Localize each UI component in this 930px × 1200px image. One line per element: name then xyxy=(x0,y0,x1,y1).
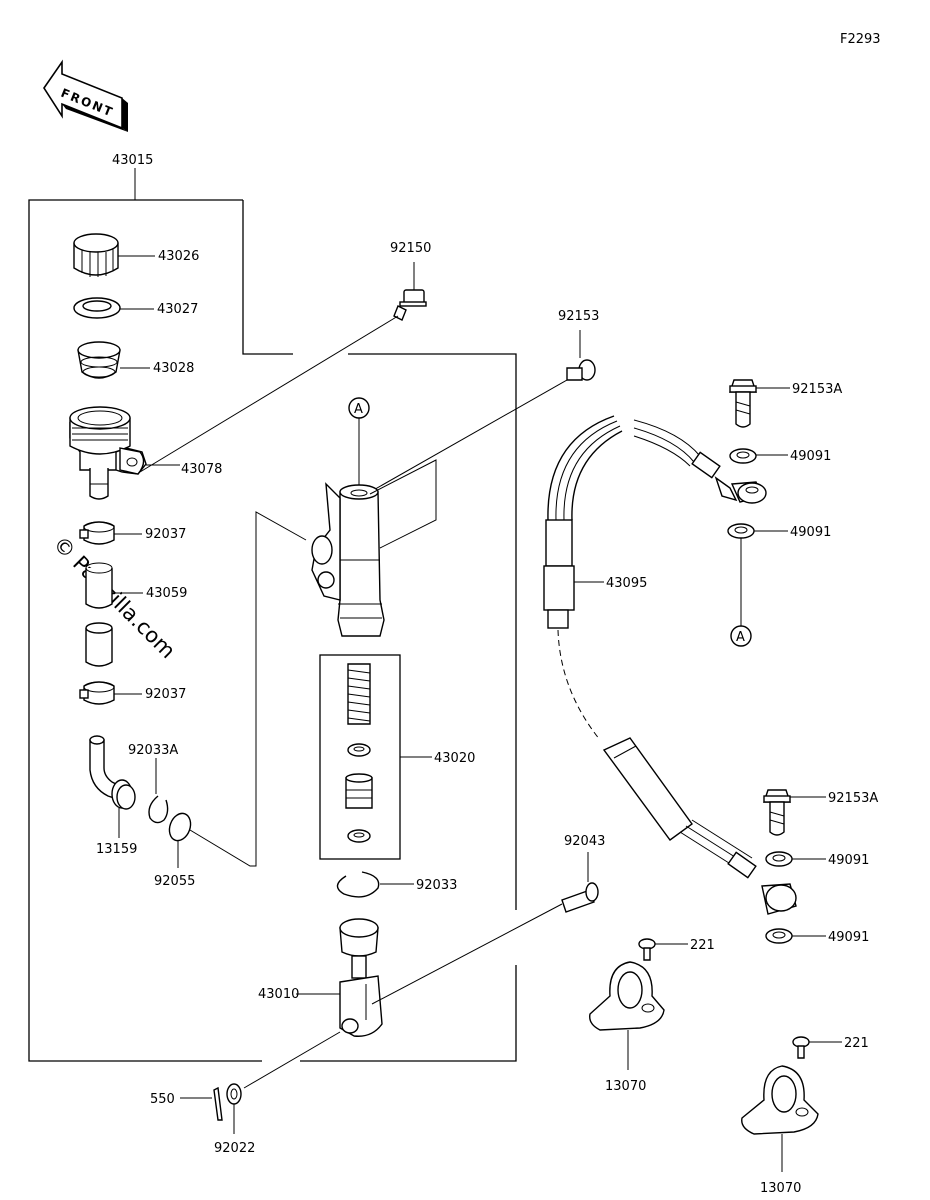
label-13070-lower: 13070 xyxy=(760,1181,801,1196)
washer-49091-1: 49091 xyxy=(729,448,831,464)
label-92037-upper: 92037 xyxy=(145,527,186,542)
banjo-bolt-upper: 92153A xyxy=(729,379,842,428)
label-92043: 92043 xyxy=(564,834,605,849)
piston-kit: 43020 xyxy=(319,654,475,860)
label-221-lower: 221 xyxy=(844,1036,869,1051)
clevis-pin: 92043 xyxy=(371,834,605,1005)
brake-hose: 43095 xyxy=(543,415,757,879)
label-49091-4: 49091 xyxy=(828,930,869,945)
label-92033: 92033 xyxy=(416,878,457,893)
callout-a-label: A xyxy=(354,402,363,417)
reservoir-hose: 43059 xyxy=(85,562,187,667)
label-43059: 43059 xyxy=(146,586,187,601)
label-49091-1: 49091 xyxy=(790,449,831,464)
banjo-bolt-lower: 92153A xyxy=(763,789,878,836)
bolt-92150: 92150 xyxy=(139,241,431,473)
screw-221-upper: 221 xyxy=(638,938,715,961)
label-49091-3: 49091 xyxy=(828,853,869,868)
hose-guide-upper: 13070 xyxy=(589,961,665,1094)
washer-49091-2: 49091 xyxy=(727,523,831,540)
label-92153: 92153 xyxy=(558,309,599,324)
callout-a-hose: A xyxy=(730,625,752,647)
label-221-upper: 221 xyxy=(690,938,715,953)
master-cylinder-body xyxy=(311,459,437,637)
washer-49091-4: 49091 xyxy=(765,928,869,945)
label-43026: 43026 xyxy=(158,249,199,264)
assembly-frame: 43015 xyxy=(28,153,517,1062)
label-13070-upper: 13070 xyxy=(605,1079,646,1094)
label-13159: 13159 xyxy=(96,842,137,857)
washer-49091-3: 49091 xyxy=(765,851,869,868)
o-ring-leader xyxy=(189,511,307,867)
diaphragm: 43028 xyxy=(77,341,194,379)
banjo-fitting-upper xyxy=(714,476,767,504)
label-43028: 43028 xyxy=(153,361,194,376)
cotter-pin: 550 xyxy=(150,1086,223,1121)
label-43015: 43015 xyxy=(112,153,153,168)
label-550: 550 xyxy=(150,1092,175,1107)
label-92055: 92055 xyxy=(154,874,195,889)
banjo-fitting-lower xyxy=(761,883,797,915)
o-ring: 92055 xyxy=(154,812,195,889)
screw-221-lower: 221 xyxy=(792,1036,869,1059)
reservoir-cap: 43026 xyxy=(73,233,199,277)
callout-a-hose-label: A xyxy=(736,630,745,645)
label-92153A-upper: 92153A xyxy=(792,382,842,397)
label-43010: 43010 xyxy=(258,987,299,1002)
label-43020: 43020 xyxy=(434,751,475,766)
hose-elbow-fitting: 13159 xyxy=(89,735,137,857)
hose-clamp-lower: 92037 xyxy=(79,681,186,705)
label-92153A-lower: 92153A xyxy=(828,791,878,806)
push-rod: 43010 xyxy=(258,918,383,1037)
label-43095: 43095 xyxy=(606,576,647,591)
hose-guide-lower: 13070 xyxy=(741,1065,819,1196)
washer-92022: 92022 xyxy=(214,1031,341,1156)
label-92037-lower: 92037 xyxy=(145,687,186,702)
diaphragm-plate: 43027 xyxy=(73,297,198,319)
label-92033A: 92033A xyxy=(128,743,178,758)
label-43027: 43027 xyxy=(157,302,198,317)
snap-ring-small: 92033A xyxy=(128,743,178,824)
label-92150: 92150 xyxy=(390,241,431,256)
snap-ring-large: 92033 xyxy=(336,871,457,898)
figure-code: F2293 xyxy=(840,32,881,47)
label-43078: 43078 xyxy=(181,462,222,477)
front-arrow-icon: FRONT xyxy=(43,59,128,132)
label-92022: 92022 xyxy=(214,1141,255,1156)
bolt-92153: 92153 xyxy=(369,309,599,493)
reservoir: 43078 xyxy=(69,406,222,500)
hose-clamp-upper: 92037 xyxy=(79,521,186,545)
callout-a-cylinder: A xyxy=(348,397,370,488)
label-49091-2: 49091 xyxy=(790,525,831,540)
